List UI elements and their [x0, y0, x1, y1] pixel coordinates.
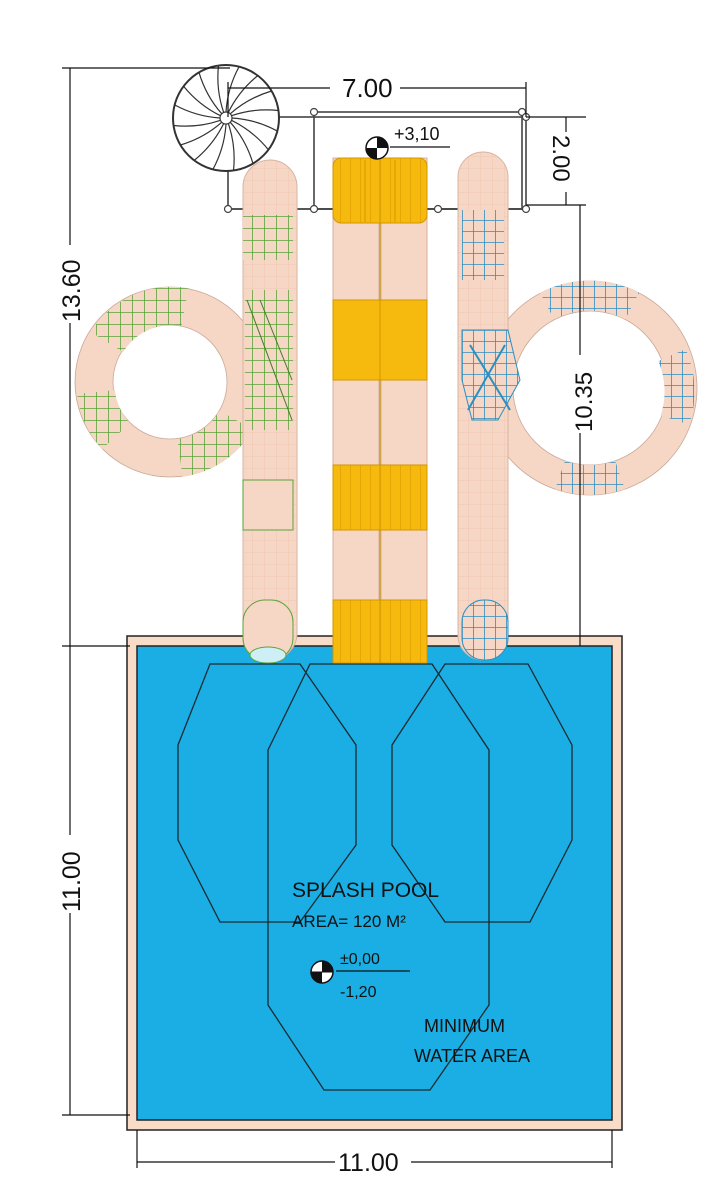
min-water-line1: MINIMUM [424, 1016, 505, 1036]
staircase-step [173, 119, 221, 127]
pool-water [136, 645, 613, 1121]
staircase-step [174, 104, 221, 119]
landing-zone-blue [391, 663, 573, 923]
blue-slide [457, 151, 698, 661]
green-loop-mesh-3 [176, 409, 253, 477]
green-loop-mesh-1 [90, 286, 189, 353]
dim-top-width: 7.00 [342, 73, 393, 103]
spiral-staircase-icon [172, 64, 280, 172]
staircase-step [225, 66, 240, 113]
blue-loop-mesh-3 [555, 460, 625, 496]
tower-top-level: +3,10 [394, 124, 440, 144]
blue-loop-mesh-1 [540, 280, 639, 320]
pool-surface-level: ±0,00 [340, 951, 380, 968]
pool-bottom-level: -1,20 [340, 984, 377, 1001]
landing-zone-green [177, 663, 357, 923]
green-slide [74, 159, 298, 664]
min-water-line2: WATER AREA [414, 1046, 530, 1066]
yellow-slide-tube-right [380, 157, 428, 664]
staircase-step [229, 121, 254, 164]
dim-pool-width: 11.00 [338, 1149, 399, 1177]
staircase-step [231, 119, 269, 151]
staircase-step [227, 123, 235, 171]
staircase-step [229, 90, 272, 115]
dim-tower-depth: 2.00 [547, 135, 574, 182]
pool-area-label: AREA= 120 M² [292, 912, 406, 931]
landing-zone-yellow [267, 663, 490, 1091]
yellow-slide-tube-left [332, 157, 380, 664]
staircase-step [183, 85, 221, 117]
staircase-step [231, 109, 279, 117]
staircase-step [198, 72, 223, 115]
tower-level-marker [365, 136, 450, 160]
dim-slide-run: 10.35 [571, 372, 598, 432]
staircase-step [227, 75, 259, 113]
blue-loop-mesh-2 [658, 349, 695, 425]
staircase-step [180, 121, 223, 146]
dim-pool-depth: 11.00 [58, 851, 86, 912]
yellow-slide [332, 157, 428, 664]
green-loop-mesh-2 [77, 389, 131, 449]
staircase-step [231, 117, 278, 132]
staircase-step [217, 65, 225, 113]
staircase-step [193, 123, 225, 161]
splash-pool: SPLASH POOL AREA= 120 M² MINIMUM WATER A… [126, 635, 623, 1131]
staircase-step [212, 123, 227, 170]
dim-total-height: 13.60 [58, 259, 86, 322]
pool-level-marker [310, 960, 410, 984]
pool-name-label: SPLASH POOL [292, 879, 439, 902]
